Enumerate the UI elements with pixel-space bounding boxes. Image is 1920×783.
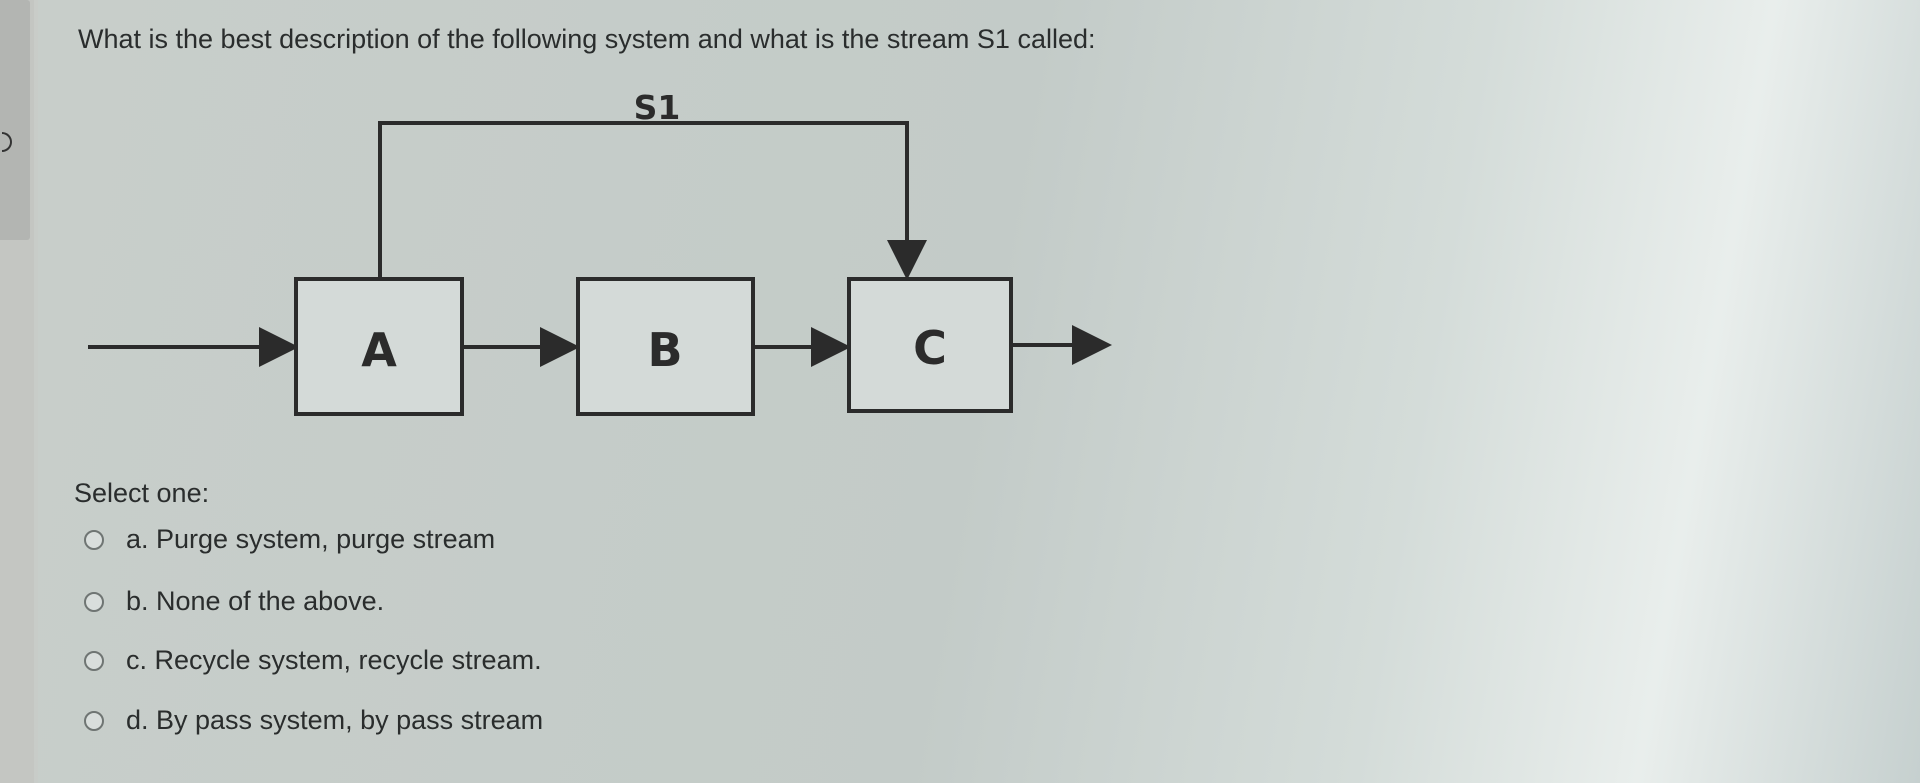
left-strip	[0, 0, 34, 783]
option-a[interactable]: a. Purge system, purge stream	[84, 524, 495, 555]
block-b-label: B	[647, 323, 682, 377]
option-c[interactable]: c. Recycle system, recycle stream.	[84, 645, 542, 676]
stream-s1-label: S1	[634, 88, 681, 127]
block-c	[847, 277, 1013, 413]
select-one-label: Select one:	[74, 478, 210, 508]
option-d-label[interactable]: d. By pass system, by pass stream	[126, 705, 544, 735]
option-b-label[interactable]: b. None of the above.	[126, 586, 385, 616]
option-a-label[interactable]: a. Purge system, purge stream	[126, 524, 496, 554]
option-d[interactable]: d. By pass system, by pass stream	[84, 705, 543, 736]
radio-button-icon[interactable]	[84, 650, 104, 671]
option-c-label[interactable]: c. Recycle system, recycle stream.	[126, 645, 542, 675]
block-c-label: C	[913, 321, 947, 375]
process-flow-diagram: S1 A B C	[88, 88, 1112, 416]
option-b[interactable]: b. None of the above.	[84, 586, 384, 617]
stream-s1-line	[378, 121, 927, 280]
question-text: What is the best description of the foll…	[78, 24, 1096, 54]
radio-button-icon[interactable]	[84, 591, 104, 612]
block-a-label: A	[361, 323, 397, 377]
side-drawer-tab[interactable]	[0, 0, 30, 240]
radio-button-icon[interactable]	[84, 710, 104, 731]
radio-button-icon[interactable]	[84, 529, 104, 550]
